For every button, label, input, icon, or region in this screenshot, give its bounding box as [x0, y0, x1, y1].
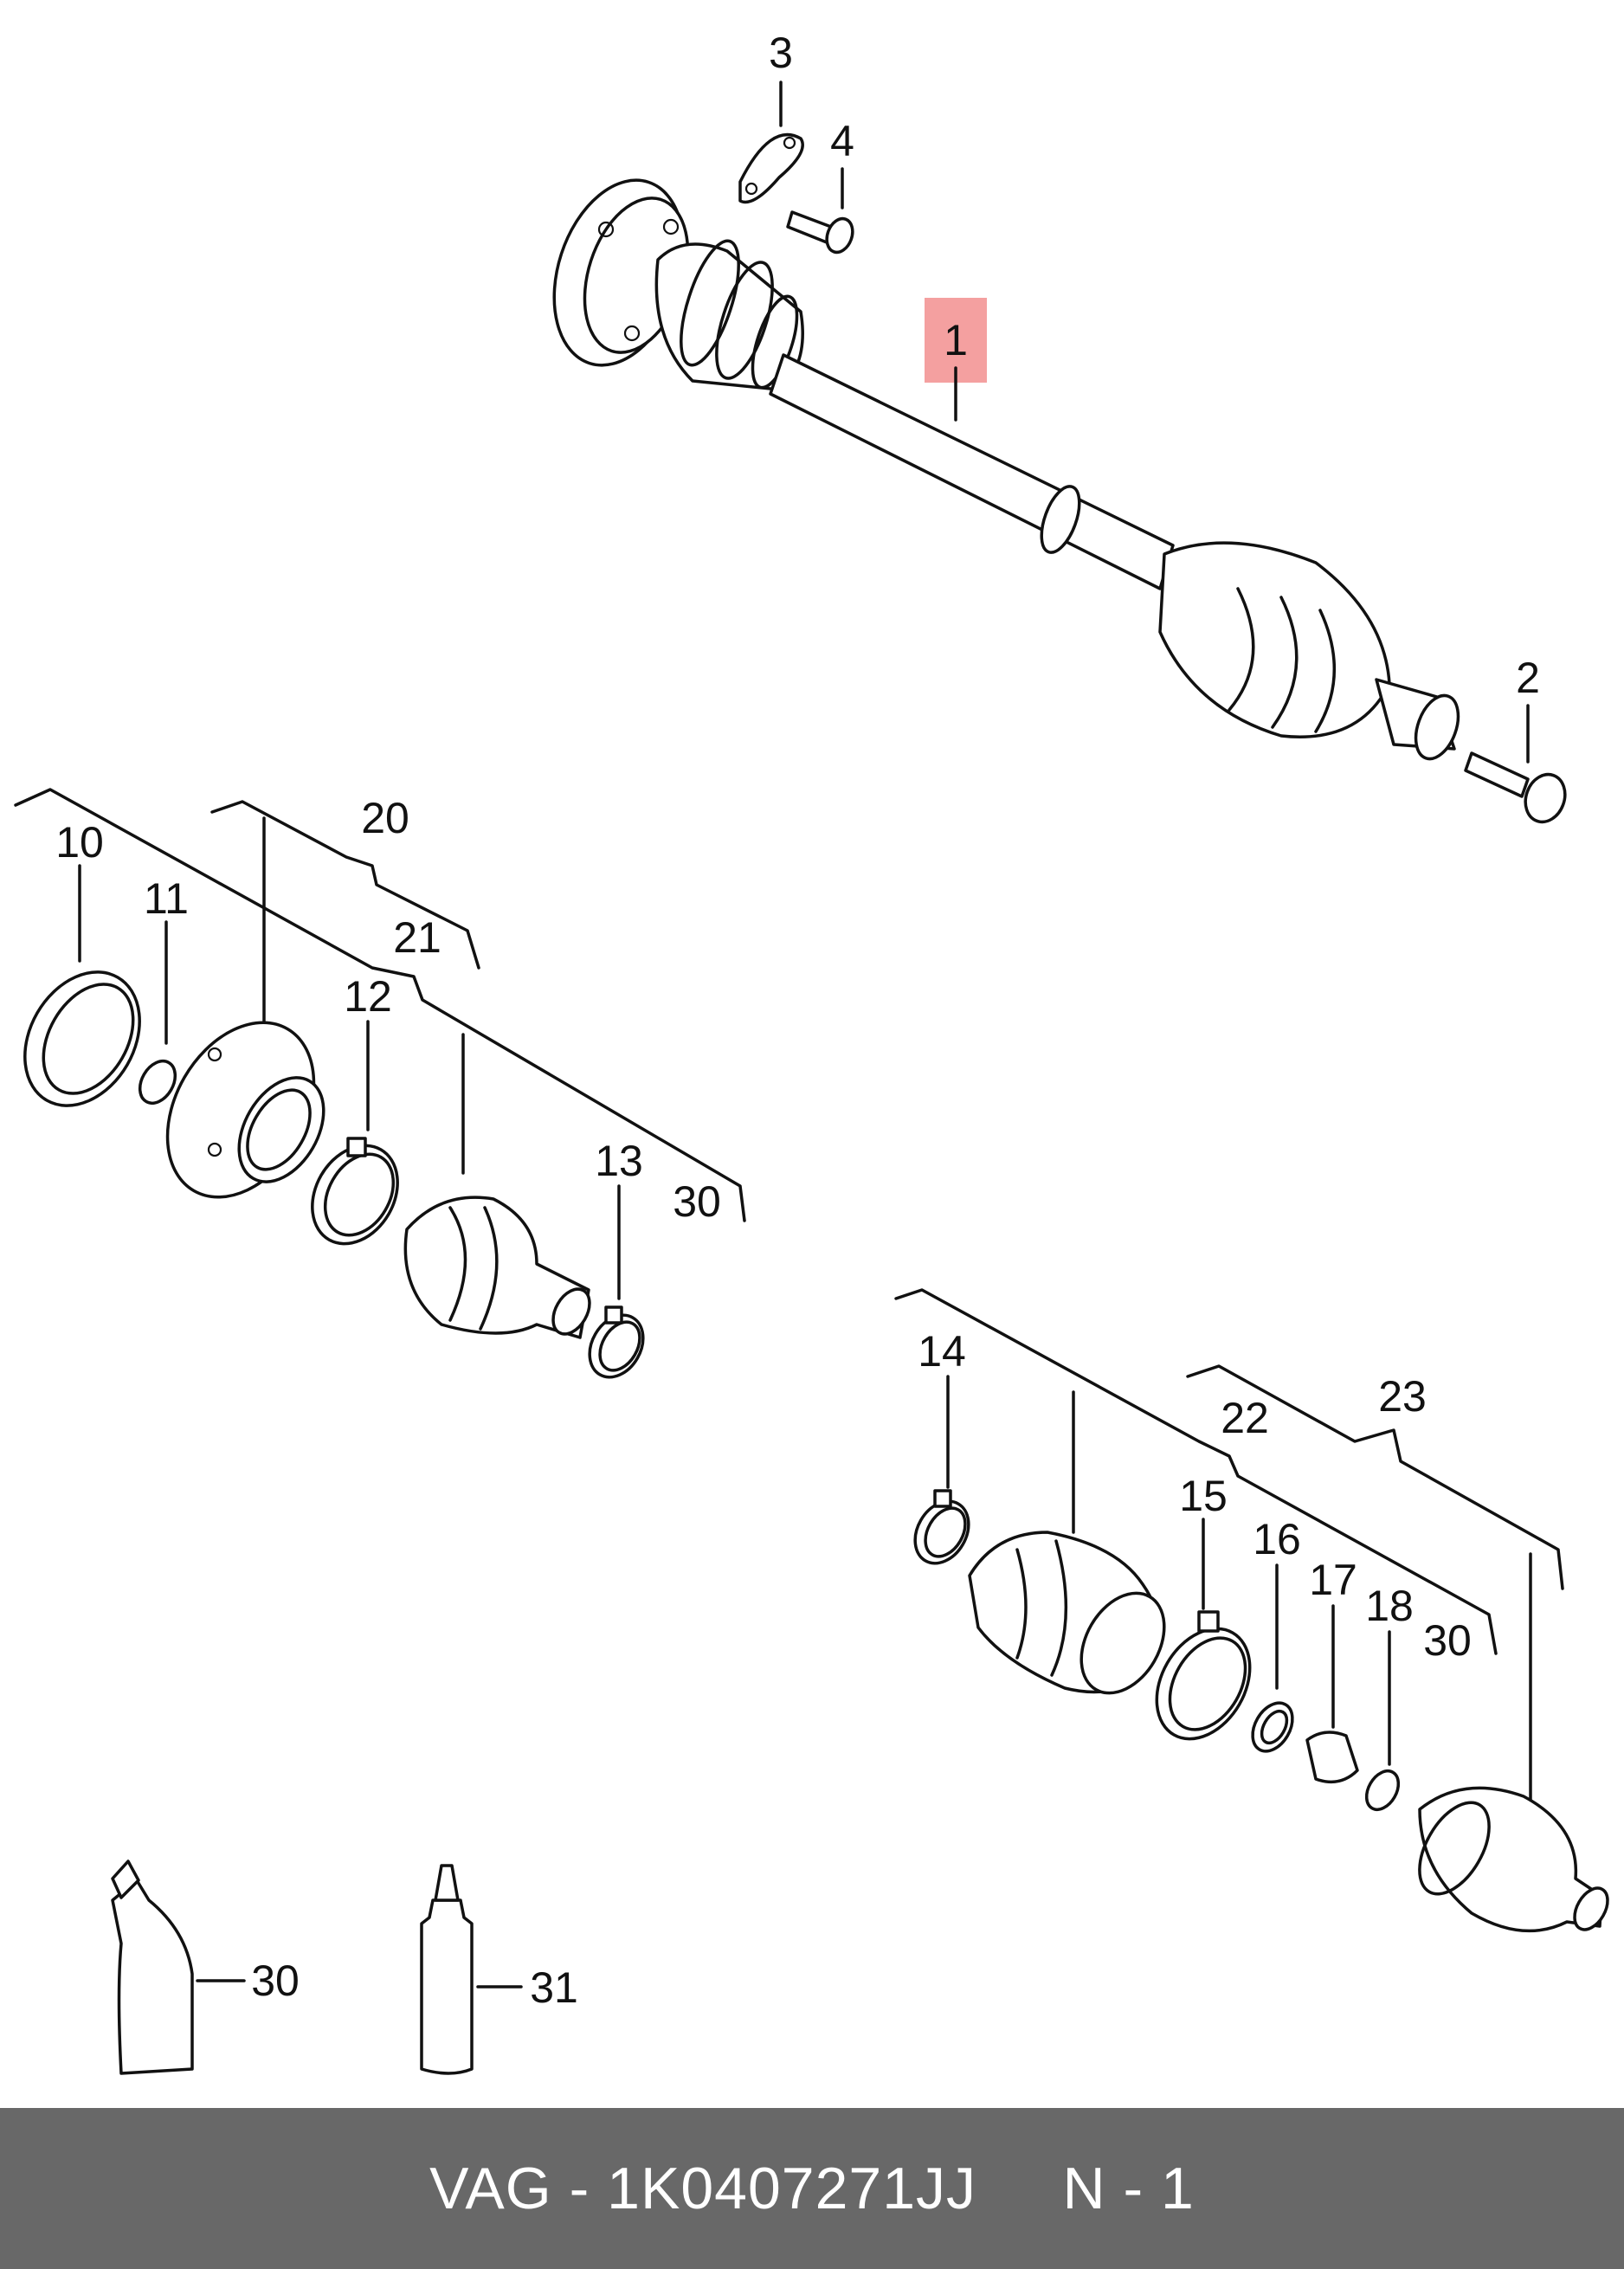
footer-separator: -	[569, 2156, 590, 2221]
footer-brand: VAG	[429, 2156, 552, 2221]
footer-position: N - 1	[1062, 2156, 1195, 2221]
callout-15: 15	[1179, 1472, 1228, 1520]
dished-washer[interactable]: 16	[1245, 1515, 1301, 1758]
callout-3: 3	[769, 29, 793, 77]
callout-17: 17	[1309, 1556, 1357, 1604]
callout-12: 12	[344, 972, 392, 1021]
footer-text: VAG - 1K0407271JJ N - 1	[429, 2155, 1195, 2222]
sealant-bottle[interactable]: 31	[420, 1864, 578, 2075]
exploded-parts-diagram: 1 3 4 2 20 21 30 10	[2, 29, 1614, 2075]
cv-joint-inner[interactable]	[138, 996, 344, 1223]
circlip-inner[interactable]: 11	[132, 874, 189, 1110]
hose-clamp-large-inner[interactable]: 12	[295, 972, 415, 1259]
circlip-outer[interactable]: 18	[1360, 1582, 1414, 1815]
callout-13: 13	[595, 1137, 643, 1185]
boot-outer[interactable]	[968, 1531, 1181, 1708]
part-number-footer: VAG - 1K0407271JJ N - 1	[0, 2108, 1624, 2269]
drive-shaft-assembly[interactable]: 1	[532, 164, 1466, 764]
callout-16: 16	[1253, 1515, 1301, 1563]
callout-22: 22	[1221, 1394, 1269, 1442]
callout-18: 18	[1365, 1582, 1414, 1630]
callout-31: 31	[530, 1963, 578, 2012]
callout-4: 4	[830, 117, 854, 165]
footer-part-number: 1K0407271JJ	[607, 2156, 977, 2221]
callout-11: 11	[144, 874, 189, 923]
callout-30-grease: 30	[251, 1956, 300, 2005]
boot-inner[interactable]	[403, 1196, 596, 1340]
bolt[interactable]: 2	[1464, 654, 1571, 828]
callout-1: 1	[944, 316, 968, 364]
inner-joint-group-brackets: 20 21 30	[14, 788, 746, 1226]
callout-30-upper: 30	[673, 1177, 721, 1226]
cover-ring[interactable]: 10	[2, 818, 163, 1126]
callout-10: 10	[55, 818, 104, 867]
screw[interactable]: 4	[786, 117, 857, 256]
hose-clamp-large-outer[interactable]: 15	[1137, 1472, 1268, 1756]
lock-plate[interactable]: 3	[738, 29, 804, 204]
callout-21: 21	[393, 913, 441, 962]
callout-14: 14	[918, 1327, 966, 1376]
callout-20: 20	[361, 794, 409, 842]
outer-joint-group-brackets: 22 23 30	[894, 1288, 1564, 1802]
hose-clamp-small-inner[interactable]: 13	[579, 1137, 654, 1387]
grease-tube[interactable]: 30	[111, 1860, 300, 2075]
callout-23: 23	[1378, 1372, 1427, 1421]
hose-clamp-small-outer[interactable]: 14	[905, 1327, 979, 1573]
thrust-ring[interactable]: 17	[1305, 1556, 1359, 1784]
callout-2: 2	[1516, 654, 1540, 702]
cv-joint-outer[interactable]	[1405, 1786, 1614, 1935]
callout-30-lower: 30	[1423, 1616, 1472, 1665]
